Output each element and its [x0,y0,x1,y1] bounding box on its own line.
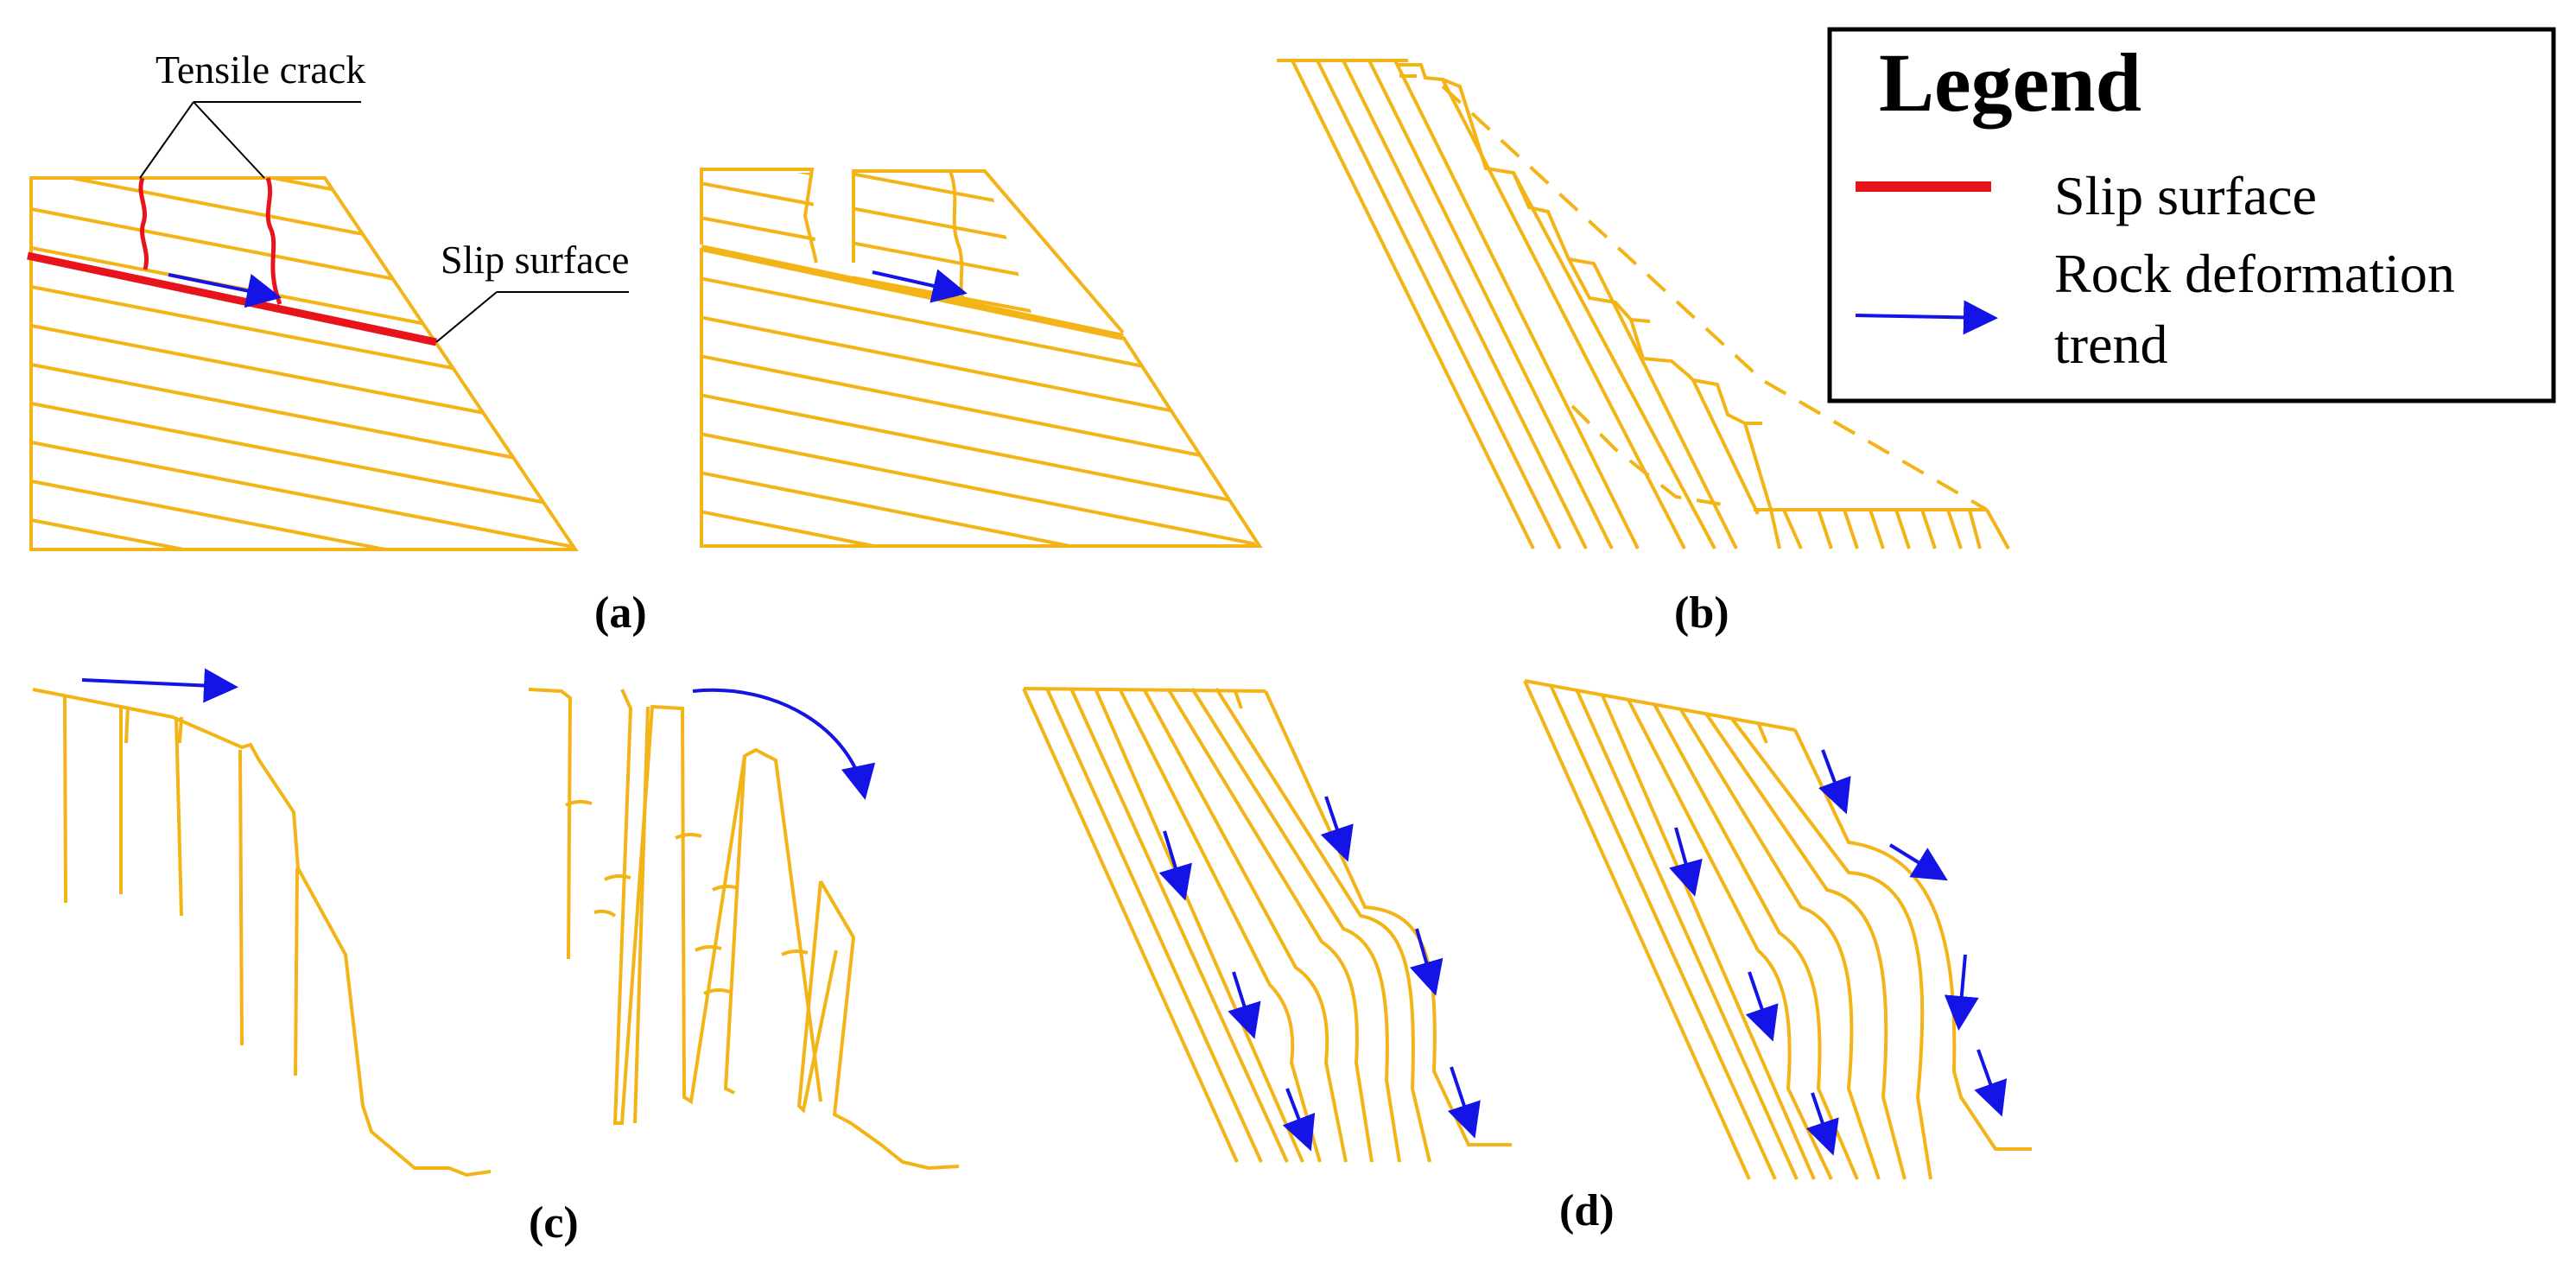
legend-arrow-swatch [1855,300,1998,335]
tensile-crack-label: Tensile crack [155,48,365,92]
panel-a-left-slope [29,176,579,551]
slip-surface-leader [435,291,629,343]
panel-b-toppling-slope [1277,59,2010,549]
legend-box: Legend Slip surface Rock deformation tre… [1827,27,2556,403]
tensile-crack-2 [265,177,282,305]
slip-surface-line [27,251,437,346]
deformation-arrow-c-left [81,668,238,703]
legend-slip-surface-label: Slip surface [2054,165,2317,226]
deformation-arrow-a [168,273,282,308]
tensile-crack-leader [139,101,361,179]
panel-c-right-slope [528,688,960,1171]
deformation-arrow-a-right [872,269,968,303]
panel-d-right-slope [1523,679,2032,1180]
deformation-arrow-c-right [692,688,876,800]
panel-label-d: (d) [1559,1186,1615,1235]
slip-surface-label: Slip surface [441,238,629,282]
legend-title: Legend [1879,36,2141,129]
tensile-crack-1 [138,177,149,270]
panel-label-a: (a) [594,588,647,638]
panel-a-right-slope [700,168,1263,548]
panel-c-left-slope [32,688,492,1178]
deformation-arrows-d-left [1158,796,1481,1152]
panel-label-b: (b) [1674,588,1729,638]
panel-label-c: (c) [529,1198,579,1248]
panel-d-left-slope [1022,687,1512,1163]
legend-arrow-label-line2: trend [2054,314,2168,375]
deformation-arrows-d-right [1669,749,2008,1156]
legend-arrow-label-line1: Rock deformation [2054,243,2455,304]
panel-a-left-outline [29,176,579,551]
